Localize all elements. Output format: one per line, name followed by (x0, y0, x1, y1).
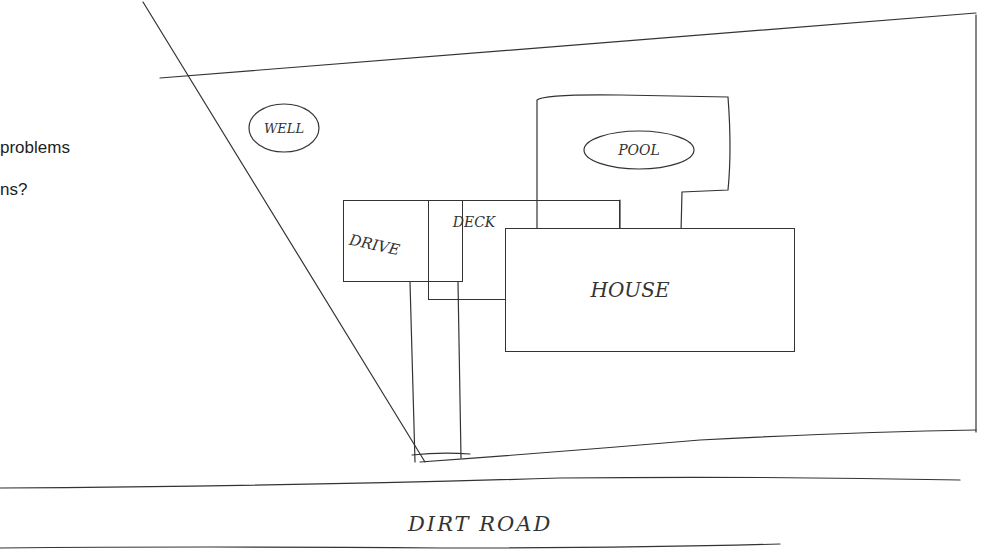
road-label: DIRT ROAD (408, 512, 552, 536)
handwritten-label: WELL (264, 121, 304, 136)
pool-surround (537, 95, 730, 232)
lot-line (975, 15, 976, 432)
handwritten-label: DECK (453, 214, 496, 230)
handwritten-label: POOL (618, 142, 660, 158)
oval-outline (249, 104, 319, 152)
drive-box: DRIVE (343, 200, 463, 282)
driveway-apron (412, 453, 470, 455)
road-edge (0, 544, 780, 548)
slide-text-fragment: problems (0, 138, 70, 158)
house-box: HOUSE (505, 228, 795, 352)
driveway-edge (458, 282, 461, 458)
handwritten-label: HOUSE (591, 278, 670, 302)
lot-line (143, 2, 425, 462)
driveway-edge (410, 282, 415, 462)
well-oval: WELL (248, 103, 320, 153)
oval-outline (584, 131, 694, 169)
slide-text-fragment: ns? (0, 180, 27, 200)
lot-line (420, 430, 976, 462)
pool-oval: POOL (583, 130, 695, 170)
lot-line (160, 13, 976, 78)
road-edge (0, 477, 960, 488)
handwritten-label: DRIVE (348, 231, 402, 259)
